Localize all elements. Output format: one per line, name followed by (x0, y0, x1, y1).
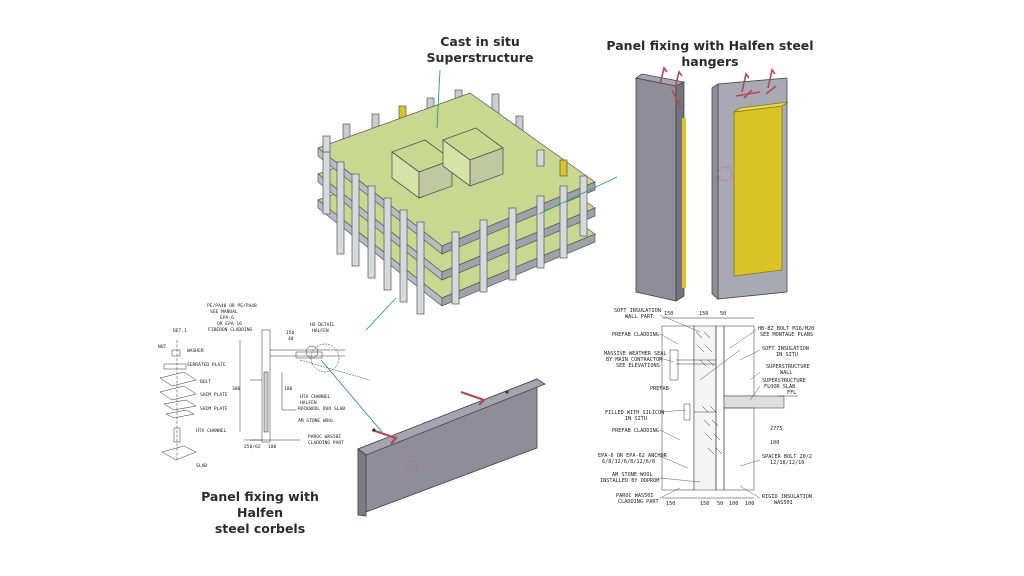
section-label: INSTALLED BY ODPROM (600, 478, 659, 484)
section-label: HB-BZ BOLT M16/M20 (758, 326, 814, 332)
corbel-dimension: 180 (284, 386, 293, 392)
section-label: RIGID INSULATION (762, 494, 812, 500)
section-dimension: 50 (720, 311, 726, 317)
section-label: WALL (780, 370, 793, 376)
corbel-dimension: 150 (286, 330, 295, 336)
corbels-caption-line1: Panel fixing with Halfen (201, 489, 319, 520)
level-marker: FFL (787, 390, 796, 396)
hangers-caption-text: Panel fixing with Halfen steel hangers (606, 38, 814, 69)
corbel-label: WASHER (187, 348, 204, 354)
corbel-label: OR EPA-16 (217, 321, 242, 327)
superstructure-model (317, 69, 596, 315)
corbel-brackets (371, 390, 487, 445)
section-dimension: 50 (717, 501, 723, 507)
hanger-leader (538, 176, 618, 215)
corbel-leader (320, 359, 383, 433)
section-dimension: 150 (699, 311, 708, 317)
section-label: SUPERSTRUCTURE (766, 364, 810, 370)
section-label: PAROC WAS50I (616, 493, 653, 499)
section-leaders (659, 314, 761, 499)
section-label: SPACER BOLT 20/2 (762, 454, 812, 460)
hanger-hooks-front (735, 68, 777, 99)
section-label: SOFT INSULATION (762, 346, 809, 352)
section-label: EPA-6 OR EPA-62 ANCHOR (598, 453, 668, 459)
corbel-label: HALFEN (312, 328, 329, 334)
corbel-label: FIBERON CLADDING (208, 327, 252, 333)
section-dimension: 2775 (770, 426, 783, 432)
front-columns (322, 151, 588, 315)
corbels-caption-line2: steel corbels (214, 521, 306, 536)
corbel-label: SLAB (196, 463, 207, 469)
corbel-detail-drawing (159, 329, 371, 462)
hanger-panel-front (711, 68, 789, 300)
corbel-label: SERRATED PLATE (187, 362, 226, 368)
section-label: IN SITU (776, 352, 798, 358)
corbel-label: HS DETAIL (310, 322, 335, 328)
corbel-label: HALFEN (300, 400, 317, 406)
section-dimension: 150 (664, 311, 673, 317)
corbel-detail-labels: PE/PA40 OR PE/PA48 SEE MANUAL EPA-6 OR E… (158, 303, 345, 469)
section-label: PREFAB CLADDING (612, 332, 659, 338)
corbel-label: HTA CHANNEL (300, 394, 331, 400)
section-label: PREFAB (650, 386, 669, 392)
section-label: WALL PART (625, 314, 653, 320)
section-dimension: 150 (700, 501, 709, 507)
section-label: IN SITU (625, 416, 647, 422)
corbel-label: PAROC WAS50I (308, 434, 341, 440)
corbel-label: PE/PA40 OR PE/PA48 (207, 303, 257, 309)
section-label: FLOOR SLAB (764, 384, 795, 390)
section-label: FILLED WITH SILICON (605, 410, 664, 416)
corbel-label: ROCKWOOL DUO SLAB (298, 406, 345, 412)
corbel-label: EPA-6 (220, 315, 234, 321)
corbel-dimension: 250/62 (244, 444, 261, 450)
corbel-label: BOLT (200, 379, 211, 385)
section-label: MASSIVE WEATHER SEAL (604, 351, 666, 357)
corbel-label: SHIM PLATE (200, 392, 228, 398)
section-dimension: 100 (729, 501, 738, 507)
corbel-label: DET.1 (173, 328, 187, 334)
corbel-label: SHIM PLATE (200, 406, 228, 412)
section-dimension: 100 (745, 501, 754, 507)
corbel-label: NUT (158, 344, 167, 350)
section-dimension: 150 (666, 501, 675, 507)
corbel-label: AM STONE WOOL (298, 418, 334, 424)
section-label: AM STONE WOOL (612, 472, 653, 478)
column-stubs (322, 135, 568, 177)
section-label: BY MAIN CONTRACTOR (606, 357, 663, 363)
section-detail-drawing: FFL (661, 317, 798, 499)
hanger-hooks (659, 66, 683, 109)
superstructure-caption-line2: Superstructure (426, 50, 534, 65)
core-shafts (391, 127, 504, 199)
superstructure-leader (436, 69, 441, 129)
section-label: SUPERSTRUCTURE (762, 378, 806, 384)
corbel-dimension: 300 (232, 386, 241, 392)
hangers-caption: Panel fixing with Halfen steel hangers (600, 38, 820, 70)
superstructure-caption-line1: Cast in situ (440, 34, 520, 49)
section-label: 12/18/12/16 (770, 460, 804, 466)
section-label: WAS50I (774, 500, 793, 506)
corbels-caption: Panel fixing with Halfen steel corbels (180, 489, 340, 537)
hanger-panel-side (634, 66, 686, 302)
corbel-dimension: 40 (288, 336, 294, 342)
section-label: 6/8/12/6/8/12/6/8 (602, 459, 655, 465)
corbel-label: HTA CHANNEL (196, 428, 227, 434)
section-dimension: 100 (770, 440, 779, 446)
corbel-panel (357, 378, 546, 517)
corbel-label: CLADDING PART (308, 440, 344, 446)
section-label: SEE MONTAGE PLANS (760, 332, 813, 338)
corbel-dimension: 100 (268, 444, 277, 450)
section-label: SOFT INSULATION (614, 308, 661, 314)
corbel-label: SEE MANUAL (210, 309, 238, 315)
section-label: SEE ELEVATIONS (616, 363, 660, 369)
superstructure-caption: Cast in situ Superstructure (405, 34, 555, 66)
section-detail-labels: 150 150 50 150 150 50 100 100 2775 100 P… (598, 308, 814, 507)
section-label: PREFAB CLADDING (612, 428, 659, 434)
corbel-leader-2 (365, 297, 397, 331)
section-label: CLADDING PART (618, 499, 659, 505)
